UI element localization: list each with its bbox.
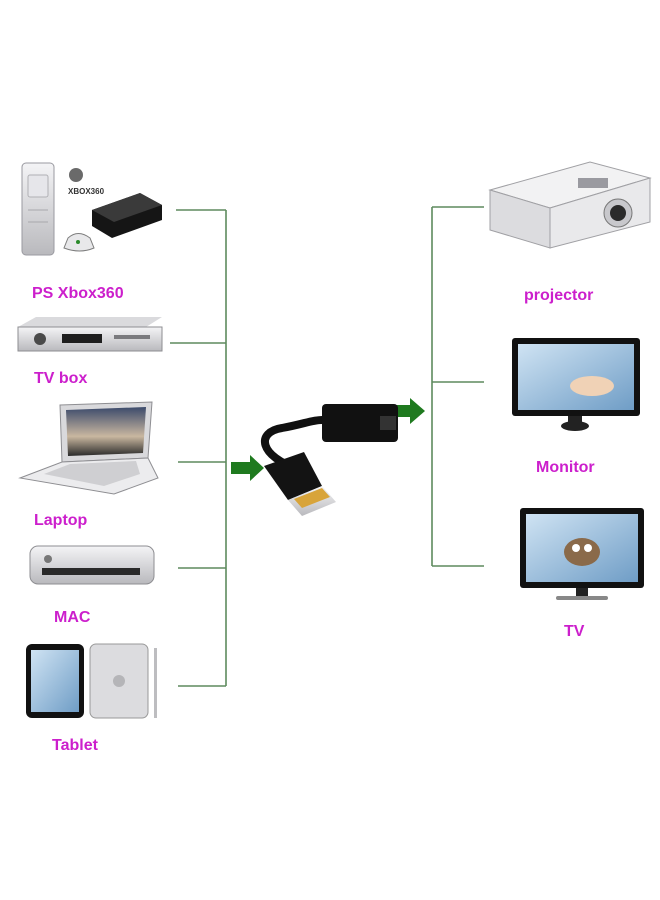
set-top-box-icon bbox=[17, 317, 163, 352]
tablet-icon bbox=[26, 643, 157, 719]
output-label-tv: TV bbox=[564, 623, 585, 640]
projector-icon bbox=[488, 161, 652, 249]
output-connector-lines bbox=[431, 206, 484, 567]
source-label-tablet: Tablet bbox=[52, 737, 99, 754]
mac-mini-icon bbox=[29, 545, 155, 585]
source-label-xbox: PS Xbox360 bbox=[32, 285, 124, 302]
output-label-projector: projector bbox=[524, 287, 593, 304]
laptop-icon bbox=[18, 401, 159, 495]
tv-icon bbox=[520, 508, 644, 600]
hdmi-to-vga-adapter-icon bbox=[261, 404, 398, 516]
output-label-monitor: Monitor bbox=[536, 459, 595, 476]
source-label-laptop: Laptop bbox=[34, 512, 88, 529]
arrow-into-adapter bbox=[231, 455, 264, 481]
game-console-icon: XBOX360 bbox=[21, 162, 162, 256]
monitor-icon bbox=[512, 338, 640, 431]
source-connector-lines bbox=[170, 209, 227, 687]
arrow-out-of-adapter bbox=[390, 398, 425, 424]
console-badge: XBOX360 bbox=[68, 187, 105, 196]
source-label-tvbox: TV box bbox=[34, 370, 87, 387]
source-label-mac: MAC bbox=[54, 609, 91, 626]
